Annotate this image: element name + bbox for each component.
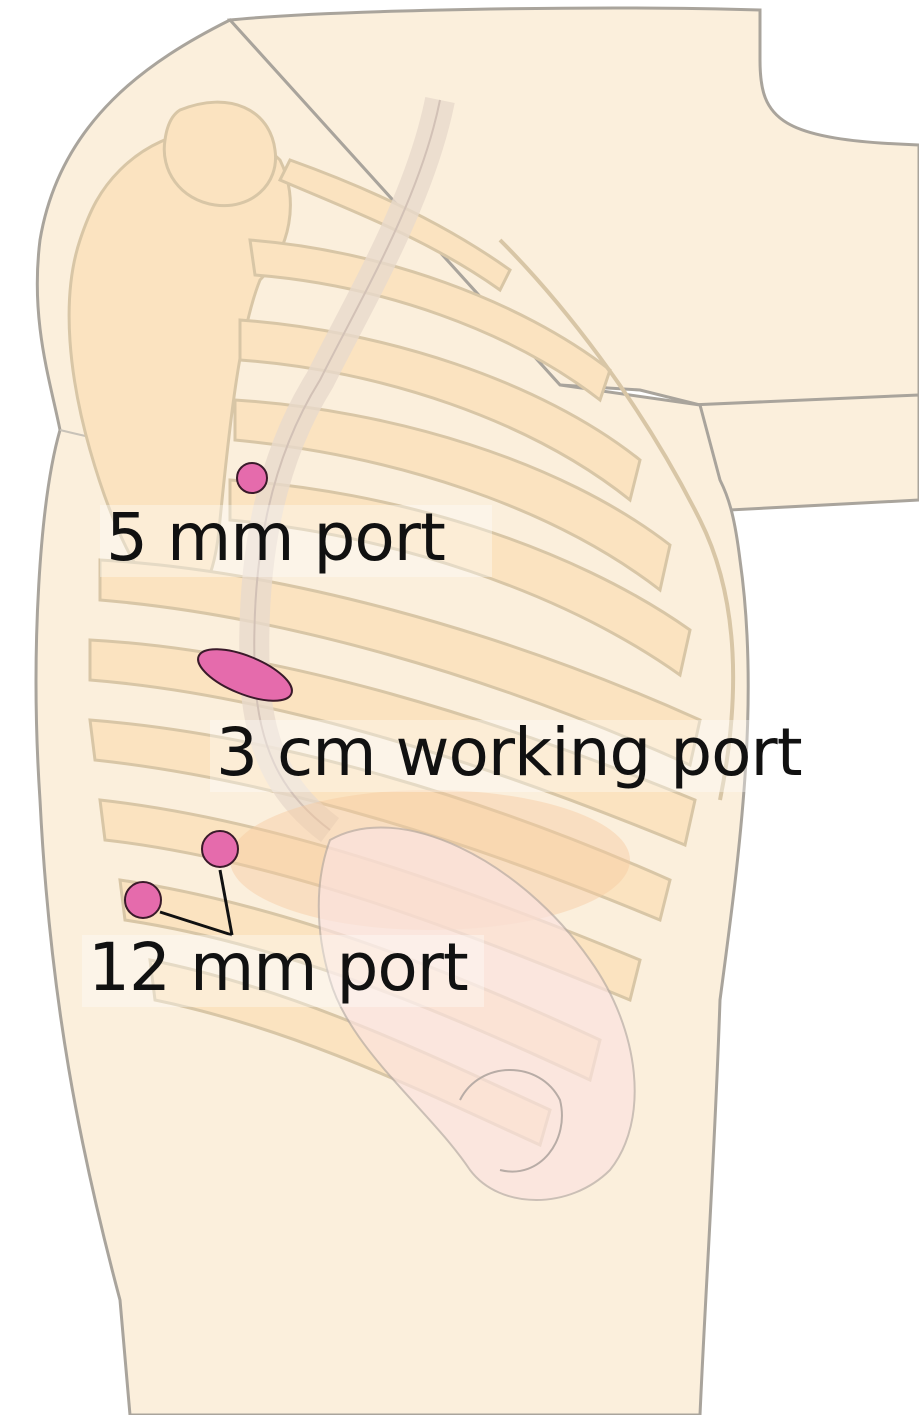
port-5mm-marker — [236, 462, 268, 494]
stomach-outline — [317, 826, 636, 1201]
humerus-head — [162, 100, 278, 208]
working-port-label-box: 3 cm working port — [210, 720, 832, 792]
scapula — [67, 129, 292, 604]
port-12mm-leader — [159, 869, 234, 937]
port-12mm-label-box: 12 mm port — [82, 935, 484, 1007]
working-port-label: 3 cm working port — [216, 714, 803, 791]
port-12mm-marker-upper — [201, 830, 239, 868]
port-12mm-label: 12 mm port — [88, 929, 469, 1006]
stomach-inner — [459, 1069, 563, 1173]
port-5mm-label-box: 5 mm port — [100, 505, 492, 577]
arm-outline — [226, 6, 919, 407]
port-5mm-label: 5 mm port — [106, 499, 446, 576]
working-port-marker — [197, 648, 293, 702]
port-12mm-marker-lower — [124, 881, 162, 919]
costal-margin — [498, 238, 736, 801]
spine-edge — [253, 99, 441, 831]
